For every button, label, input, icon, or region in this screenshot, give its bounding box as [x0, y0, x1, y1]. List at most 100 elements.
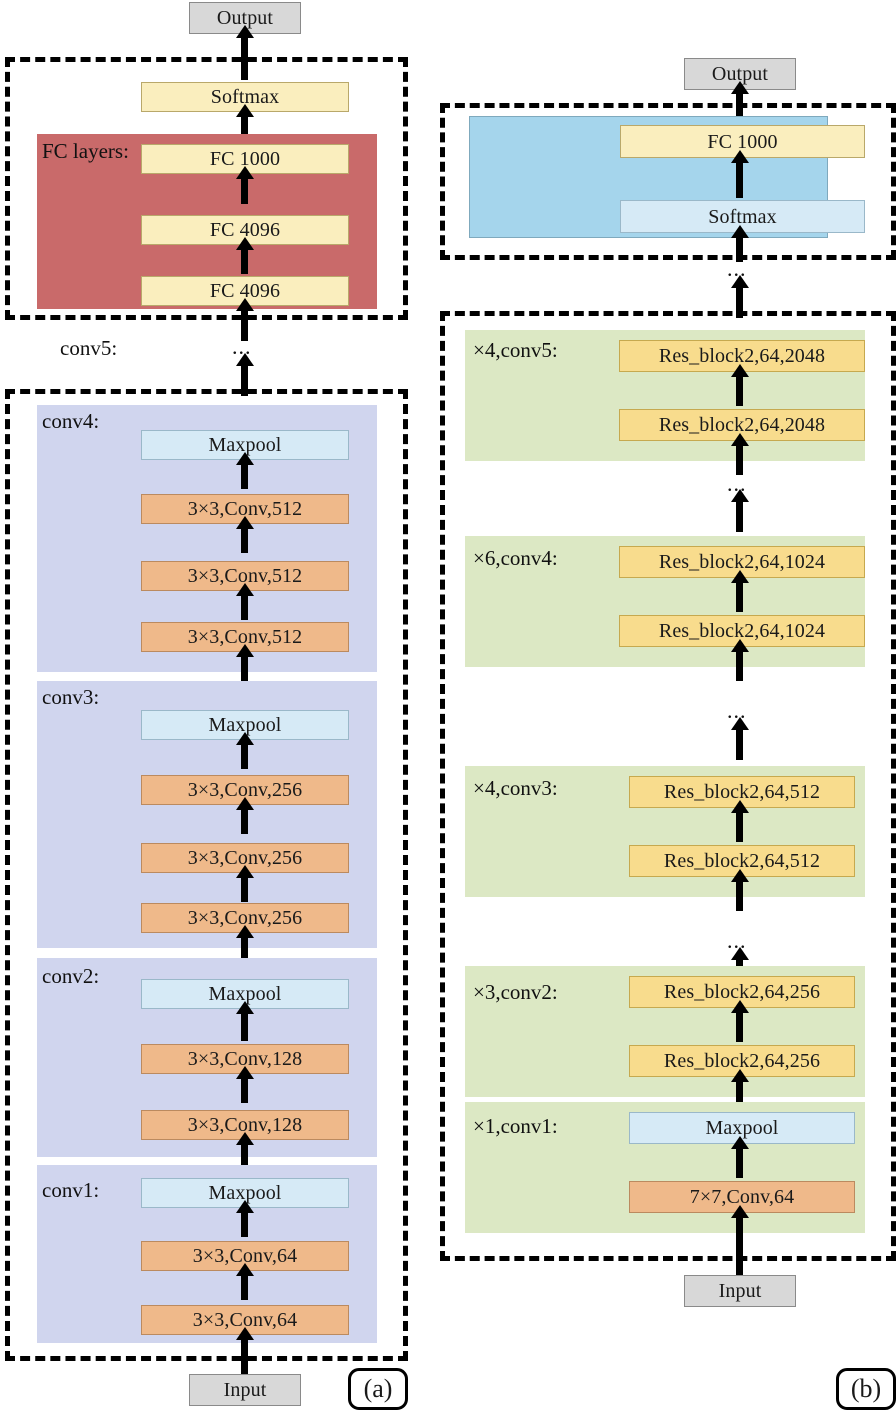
panel-a-conv3-layer-3-label: 3×3,Conv,256: [187, 779, 303, 801]
panel-a-conv2-layer-2-label: 3×3,Conv,128: [187, 1048, 303, 1070]
panel-a-arrow-conv4a-to-conv4b: [241, 594, 248, 620]
panel-a-arrow-conv1b-to-maxpool: [241, 1211, 248, 1237]
panel-b-conv3-ellipsis: ...: [727, 928, 747, 953]
panel-b-caption: (b): [836, 1368, 896, 1410]
panel-a-arrow-conv3b-to-conv3c: [241, 808, 248, 834]
panel-b-conv3-group-label: ×4,conv3:: [473, 776, 558, 800]
panel-a-arrow-input-to-conv1: [241, 1338, 248, 1375]
panel-a-arrow-conv2a-to-conv2b: [241, 1077, 248, 1103]
panel-b-conv1-group-label: ×1,conv1:: [473, 1114, 558, 1138]
panel-b-arrow-conv3-lower-in: [736, 880, 743, 911]
panel-a-fc-1000-label: FC 1000: [209, 148, 281, 170]
panel-b-conv2-block-2-label: Res_block2,64,256: [663, 981, 821, 1003]
panel-b-arrow-conv3-to-conv4: [736, 728, 743, 760]
panel-b-conv1-conv7x7-label: 7×7,Conv,64: [689, 1186, 795, 1208]
panel-a-conv1-layer-1: 3×3,Conv,64: [141, 1305, 349, 1335]
panel-b-arrow-gap-to-head: [736, 286, 743, 318]
panel-a-input-label: Input: [223, 1379, 267, 1401]
panel-a-arrow-fc1000-to-softmax: [241, 115, 248, 141]
panel-b-arrow-conv1-to-conv2: [736, 1080, 743, 1108]
panel-b-conv3-block-1: Res_block2,64,512: [629, 845, 855, 877]
panel-a-caption: (a): [348, 1368, 408, 1410]
panel-a-conv5-label: conv5:: [60, 336, 118, 360]
panel-b-conv4-block-2-label: Res_block2,64,1024: [658, 551, 826, 573]
panel-b-softmax-label: Softmax: [708, 205, 777, 228]
panel-a-arrow-conv4b-to-conv4c: [241, 527, 248, 553]
panel-b-conv1-maxpool-label: Maxpool: [705, 1117, 779, 1139]
panel-a-conv4-maxpool-label: Maxpool: [208, 434, 282, 456]
panel-b-arrow-conv5-to-softmax: [736, 236, 743, 262]
panel-a-fc-group-label: FC layers:: [42, 139, 129, 163]
panel-b-conv3-block-2-label: Res_block2,64,512: [663, 781, 821, 803]
panel-b-fc-1000-label: FC 1000: [707, 130, 778, 153]
panel-b-conv4-group-label: ×6,conv4:: [473, 546, 558, 570]
panel-b-arrow-conv3a-to-conv3b: [736, 811, 743, 842]
panel-a-arrow-conv4-to-conv5: [241, 364, 248, 396]
panel-a-conv1-maxpool-label: Maxpool: [208, 1182, 282, 1204]
panel-b-dashed-conv-container: [440, 311, 896, 1261]
panel-a-conv4-layer-3-label: 3×3,Conv,512: [187, 498, 303, 520]
panel-a-conv4-layer-1-label: 3×3,Conv,512: [187, 626, 303, 648]
panel-a-arrow-conv3-to-conv4: [241, 655, 248, 683]
panel-b-head-ellipsis: ...: [727, 256, 747, 281]
panel-a-conv1-layer-2: 3×3,Conv,64: [141, 1241, 349, 1271]
panel-b-arrow-conv4a-to-conv4b: [736, 581, 743, 612]
panel-b-conv3-block-1-label: Res_block2,64,512: [663, 850, 821, 872]
panel-b-arrow-conv5a-to-conv5b: [736, 375, 743, 406]
panel-b-conv4-ellipsis: ...: [727, 698, 747, 723]
panel-b-arrow-conv2a-to-conv2b: [736, 1011, 743, 1042]
panel-a-conv5-ellipsis: ...: [232, 334, 252, 359]
panel-b-output-label: Output: [711, 63, 769, 85]
panel-b-conv4-block-2: Res_block2,64,1024: [619, 546, 865, 578]
panel-a-conv1-layer-1-label: 3×3,Conv,64: [192, 1309, 298, 1331]
panel-a-output-label: Output: [216, 7, 274, 29]
panel-b-arrow-softmax-to-fc1000: [736, 161, 743, 198]
panel-b-input-box: Input: [684, 1275, 796, 1307]
panel-b-conv5-block-2-label: Res_block2,64,2048: [658, 345, 826, 367]
panel-a-fc-4096-lower-label: FC 4096: [209, 280, 281, 302]
panel-b-conv4-block-1-label: Res_block2,64,1024: [658, 620, 826, 642]
panel-a-conv3-group-label: conv3:: [42, 685, 100, 709]
panel-b-fc-1000-box: FC 1000: [620, 125, 865, 158]
panel-a-input-box: Input: [189, 1374, 301, 1406]
panel-a-conv3-layer-1-label: 3×3,Conv,256: [187, 907, 303, 929]
panel-a-arrow-conv2b-to-maxpool: [241, 1012, 248, 1041]
panel-b-input-label: Input: [718, 1280, 762, 1302]
panel-a-arrow-conv1-to-conv2: [241, 1143, 248, 1171]
panel-a-arrow-conv3a-to-conv3b: [241, 876, 248, 902]
panel-b-arrow-input-to-conv1: [736, 1216, 743, 1276]
panel-a-conv4-group-label: conv4:: [42, 409, 100, 433]
panel-a-conv4-layer-1: 3×3,Conv,512: [141, 622, 349, 652]
panel-b-arrow-conv4-to-conv5: [736, 500, 743, 532]
panel-a-softmax-box: Softmax: [141, 82, 349, 112]
panel-a-conv1-group-label: conv1:: [42, 1178, 100, 1202]
panel-b-dashed-head-container: [440, 103, 896, 260]
panel-a-caption-label: (a): [363, 1374, 393, 1403]
panel-a-softmax-label: Softmax: [210, 86, 280, 108]
panel-a-conv2-maxpool-label: Maxpool: [208, 983, 282, 1005]
panel-a-arrow-fc4096a-to-fc4096b: [241, 248, 248, 274]
panel-a-arrow-conv3c-to-maxpool: [241, 743, 248, 769]
panel-a-arrow-conv2-to-conv3: [241, 936, 248, 964]
panel-a-fc-4096-upper-label: FC 4096: [209, 219, 281, 241]
panel-a-arrow-fc4096b-to-fc1000: [241, 177, 248, 204]
panel-b-conv5-block-1-label: Res_block2,64,2048: [658, 414, 826, 436]
panel-a-conv2-layer-1-label: 3×3,Conv,128: [187, 1114, 303, 1136]
panel-b-conv1-conv7x7: 7×7,Conv,64: [629, 1181, 855, 1213]
panel-a-arrow-conv5-to-fc: [241, 309, 248, 341]
panel-b-arrow-fc1000-to-output: [736, 92, 743, 130]
panel-a-conv2-group-label: conv2:: [42, 964, 100, 988]
panel-a-arrow-conv1a-to-conv1b: [241, 1274, 248, 1300]
panel-b-arrow-conv4-lower-in: [736, 650, 743, 681]
panel-b-conv5-group-label: ×4,conv5:: [473, 338, 558, 362]
panel-b-conv2-block-1-label: Res_block2,64,256: [663, 1050, 821, 1072]
panel-b-arrow-conv7x7-to-maxpool: [736, 1147, 743, 1178]
panel-b-conv2-group-label: ×3,conv2:: [473, 980, 558, 1004]
panel-a-conv4-layer-2-label: 3×3,Conv,512: [187, 565, 303, 587]
panel-b-caption-label: (b): [850, 1374, 882, 1403]
panel-a-dashed-fc-container: [5, 57, 408, 320]
panel-a-arrow-conv4c-to-maxpool: [241, 463, 248, 489]
panel-a-dashed-conv-container: [5, 389, 408, 1361]
panel-a-conv1-layer-2-label: 3×3,Conv,64: [192, 1245, 298, 1267]
panel-a-conv3-maxpool-label: Maxpool: [208, 714, 282, 736]
